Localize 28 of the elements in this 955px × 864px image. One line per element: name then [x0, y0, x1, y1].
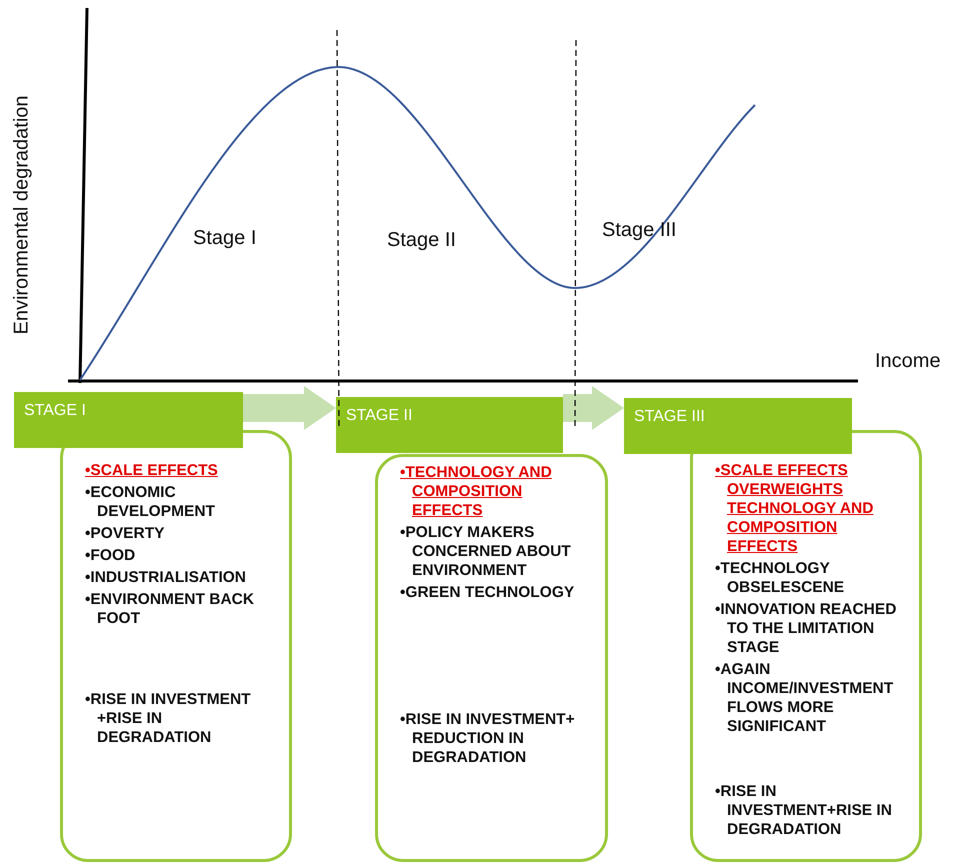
bullet-item: •INDUSTRIALISATION: [85, 568, 247, 587]
stage-banner: STAGE II: [336, 397, 563, 453]
bullet-item: •ENVIRONMENT BACK FOOT: [85, 590, 256, 628]
bullet-item: •SCALE EFFECTS: [85, 461, 219, 480]
content-card: [375, 454, 608, 862]
bullet-item: •FOOD: [85, 546, 136, 565]
bullet-item: •AGAIN INCOME/INVESTMENT FLOWS MORE SIGNIFICANT: [715, 660, 894, 736]
bullet-item: •SCALE EFFECTS OVERWEIGHTS TECHNOLOGY AND COMPOSITION EFFECTS: [715, 461, 874, 556]
stage-label: Stage I: [193, 227, 256, 250]
stage-banner: STAGE III: [624, 398, 852, 454]
bullet-item: •RISE IN INVESTMENT +RISE IN DEGRADATION: [85, 690, 252, 747]
stage-label: Stage III: [602, 219, 676, 242]
bullet-item: •RISE IN INVESTMENT+RISE IN DEGRADATION: [715, 782, 893, 839]
arrow: [563, 386, 624, 430]
bullet-item: •TECHNOLOGY OBSELESCENE: [715, 559, 846, 597]
bullet-item: •INNOVATION REACHED TO THE LIMITATION STAGE: [715, 600, 898, 657]
bullet-item: •RISE IN INVESTMENT+ REDUCTION IN DEGRADATION: [400, 710, 576, 767]
content-card: [60, 430, 292, 862]
bullet-item: •POLICY MAKERS CONCERNED ABOUT ENVIRONMENT: [400, 523, 572, 580]
bullet-item: •GREEN TECHNOLOGY: [400, 583, 576, 602]
stage-label: Stage II: [387, 229, 456, 252]
axis-title: Environmental degradation: [10, 95, 34, 335]
bullet-item: •TECHNOLOGY AND COMPOSITION EFFECTS: [400, 463, 553, 520]
bullet-item: •POVERTY: [85, 524, 166, 543]
content-card: [690, 430, 922, 862]
bullet-item: •ECONOMIC DEVELOPMENT: [85, 483, 216, 521]
axis-title: Income: [875, 350, 941, 373]
stage-banner: STAGE I: [14, 392, 243, 448]
